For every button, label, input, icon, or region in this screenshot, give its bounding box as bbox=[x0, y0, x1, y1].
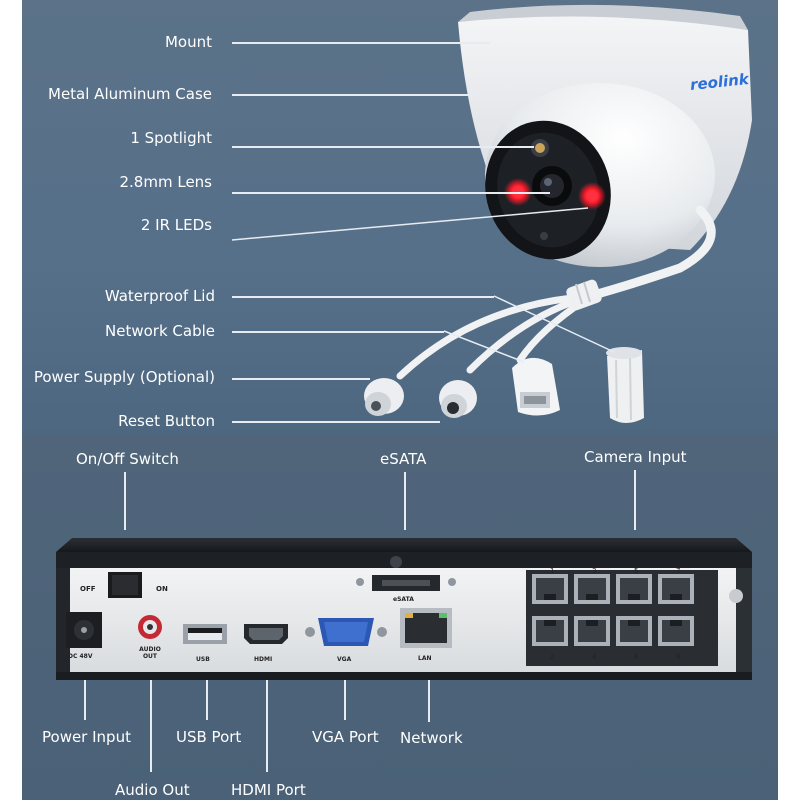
camera-input-port bbox=[658, 574, 694, 604]
label-network: Network bbox=[400, 729, 463, 747]
label-usb-port: USB Port bbox=[176, 728, 242, 746]
leader-hdmi-port bbox=[266, 680, 268, 772]
leader-network-cable-tail bbox=[443, 330, 525, 363]
panel-vga: VGA bbox=[337, 656, 352, 663]
leader-audio-out bbox=[150, 680, 152, 772]
camera-input-port bbox=[532, 574, 568, 604]
leader-spotlight bbox=[232, 146, 534, 148]
port-number: 1 bbox=[550, 567, 555, 575]
label-power-input: Power Input bbox=[42, 728, 131, 746]
label-reset-button: Reset Button bbox=[118, 412, 215, 430]
camera-input-ports bbox=[532, 574, 694, 646]
leader-network-cable bbox=[232, 331, 444, 333]
label-mount: Mount bbox=[164, 33, 212, 51]
label-camera-input: Camera Input bbox=[584, 448, 687, 466]
leader-ir-leds bbox=[231, 207, 589, 241]
label-on-off-switch: On/Off Switch bbox=[76, 450, 179, 468]
power-plug bbox=[364, 378, 404, 416]
network-plug bbox=[512, 357, 560, 416]
camera-input-port bbox=[574, 574, 610, 604]
cable-joint bbox=[566, 279, 602, 311]
camera-input-port bbox=[532, 616, 568, 646]
port-number: 8 bbox=[676, 653, 681, 661]
label-ir-leds: 2 IR LEDs bbox=[140, 216, 212, 234]
leader-camera-input bbox=[634, 470, 636, 530]
port-number: 6 bbox=[634, 653, 639, 661]
camera-dome bbox=[485, 83, 715, 267]
panel-audio-out: AUDIO OUT bbox=[139, 646, 161, 660]
leader-waterproof-lid-tail bbox=[493, 295, 615, 353]
leader-reset-button bbox=[232, 421, 440, 423]
label-power-supply: Power Supply (Optional) bbox=[33, 368, 215, 386]
camera-input-port bbox=[658, 616, 694, 646]
port-number: 3 bbox=[592, 567, 597, 575]
label-audio-out: Audio Out bbox=[115, 781, 190, 799]
label-spotlight: 1 Spotlight bbox=[130, 129, 212, 147]
label-hdmi-port: HDMI Port bbox=[231, 781, 306, 799]
label-esata: eSATA bbox=[380, 450, 427, 468]
panel-on: ON bbox=[156, 585, 168, 593]
leader-mount bbox=[232, 42, 490, 44]
leader-on-off-switch bbox=[124, 472, 126, 530]
leader-network bbox=[428, 680, 430, 722]
port-number: 5 bbox=[634, 567, 639, 575]
label-waterproof-lid: Waterproof Lid bbox=[104, 287, 215, 305]
leader-power-input bbox=[84, 680, 86, 720]
panel-lan: LAN bbox=[418, 655, 432, 662]
leader-vga-port bbox=[344, 680, 346, 720]
camera-input-port bbox=[574, 616, 610, 646]
reset-plug bbox=[439, 380, 477, 418]
waterproof-lid bbox=[606, 347, 644, 423]
leader-power-supply bbox=[232, 378, 370, 380]
leader-esata bbox=[404, 472, 406, 530]
leader-metal-case bbox=[232, 94, 480, 96]
leader-lens bbox=[232, 192, 550, 194]
panel-hdmi: HDMI bbox=[254, 656, 273, 663]
label-vga-port: VGA Port bbox=[312, 728, 379, 746]
port-number: 4 bbox=[592, 653, 597, 661]
label-network-cable: Network Cable bbox=[105, 322, 215, 340]
leader-usb-port bbox=[206, 680, 208, 720]
camera-input-port bbox=[616, 574, 652, 604]
camera-cables bbox=[396, 205, 716, 380]
leader-waterproof-lid bbox=[232, 296, 494, 298]
label-metal-case: Metal Aluminum Case bbox=[48, 85, 212, 103]
panel-usb: USB bbox=[196, 656, 210, 663]
port-number: 2 bbox=[550, 653, 555, 661]
panel-off: OFF bbox=[80, 585, 96, 593]
port-number: 7 bbox=[676, 567, 681, 575]
panel-esata: eSATA bbox=[393, 596, 414, 603]
panel-dc: DC 48V bbox=[68, 653, 93, 660]
camera-input-port bbox=[616, 616, 652, 646]
label-lens: 2.8mm Lens bbox=[119, 173, 213, 191]
